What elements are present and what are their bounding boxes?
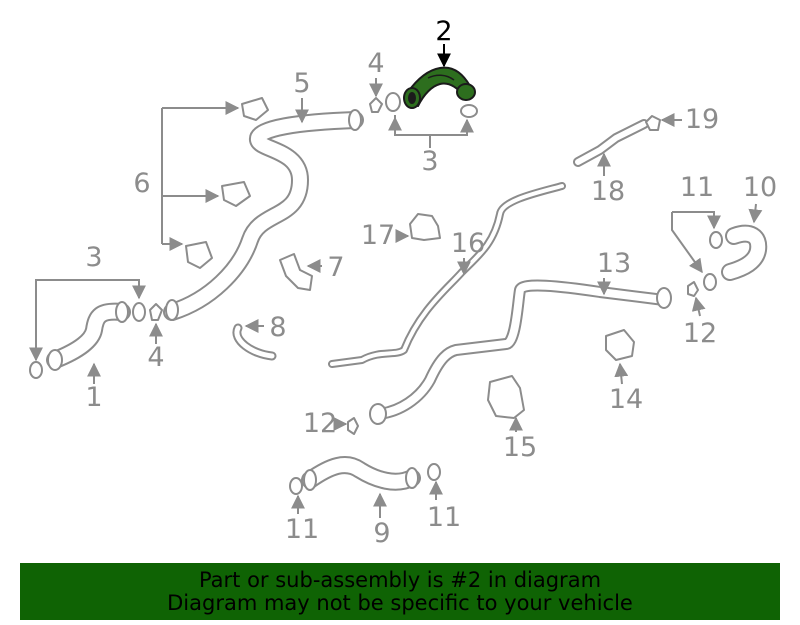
callout-2: 2 [435,16,452,47]
banner-line-2: Diagram may not be specific to your vehi… [167,590,633,615]
part-4-clip-left[interactable] [149,303,163,321]
part-9-hose[interactable] [301,456,421,491]
part-2-hose[interactable] [403,66,476,109]
callout-15: 15 [503,432,537,463]
part-7-bracket[interactable] [279,253,313,291]
banner-line-1: Part or sub-assembly is #2 in diagram [198,567,602,592]
part-12-clip-left[interactable] [347,417,359,435]
leader-3-top [394,115,474,136]
callout-13: 13 [597,248,631,279]
part-18-hose[interactable] [573,119,649,167]
callout-10: 10 [743,172,777,203]
callout-8: 8 [269,312,286,343]
part-13-pipe[interactable] [369,279,672,425]
part-12-clip-right[interactable] [687,281,699,297]
callout-6: 6 [133,168,150,199]
part-17-clip[interactable] [409,213,441,241]
callout-11-left: 11 [285,514,319,545]
callout-11-bottom-right: 11 [427,502,461,533]
info-banner: Part or sub-assembly is #2 in diagram Di… [20,563,780,620]
callout-1: 1 [85,382,102,413]
parts-diagram: 2 3 4 5 6 7 8 [29,16,777,549]
part-4-clip-top[interactable] [369,97,383,113]
callout-9: 9 [373,518,390,549]
callout-3-top: 3 [421,146,438,177]
callout-5: 5 [293,68,310,99]
callout-19: 19 [685,104,719,135]
part-6-brackets[interactable] [185,97,269,269]
callout-12-left: 12 [303,408,337,439]
callout-16: 16 [451,228,485,259]
part-10-hose[interactable] [721,224,768,281]
part-16-pipe[interactable] [328,182,566,368]
callout-3-left: 3 [85,242,102,273]
callout-7: 7 [327,252,344,283]
part-11-orings-right[interactable] [703,231,723,291]
callout-4-top: 4 [367,48,384,79]
part-19-clip[interactable] [645,115,661,131]
part-3-orings-left[interactable] [29,302,146,379]
part-8-hose[interactable] [232,323,277,361]
callout-17: 17 [361,220,395,251]
callout-4-left: 4 [147,342,164,373]
callout-11-right: 11 [680,172,714,203]
part-14-bracket[interactable] [605,329,635,361]
part-15-housing[interactable] [487,375,525,419]
callout-14: 14 [609,384,643,415]
part-1-hose[interactable] [46,301,131,371]
callout-18: 18 [591,176,625,207]
part-11-orings-bottom[interactable] [289,463,441,495]
part-5-hose[interactable] [163,109,364,321]
callout-12-right: 12 [683,318,717,349]
part-3-orings-top[interactable] [385,92,478,118]
